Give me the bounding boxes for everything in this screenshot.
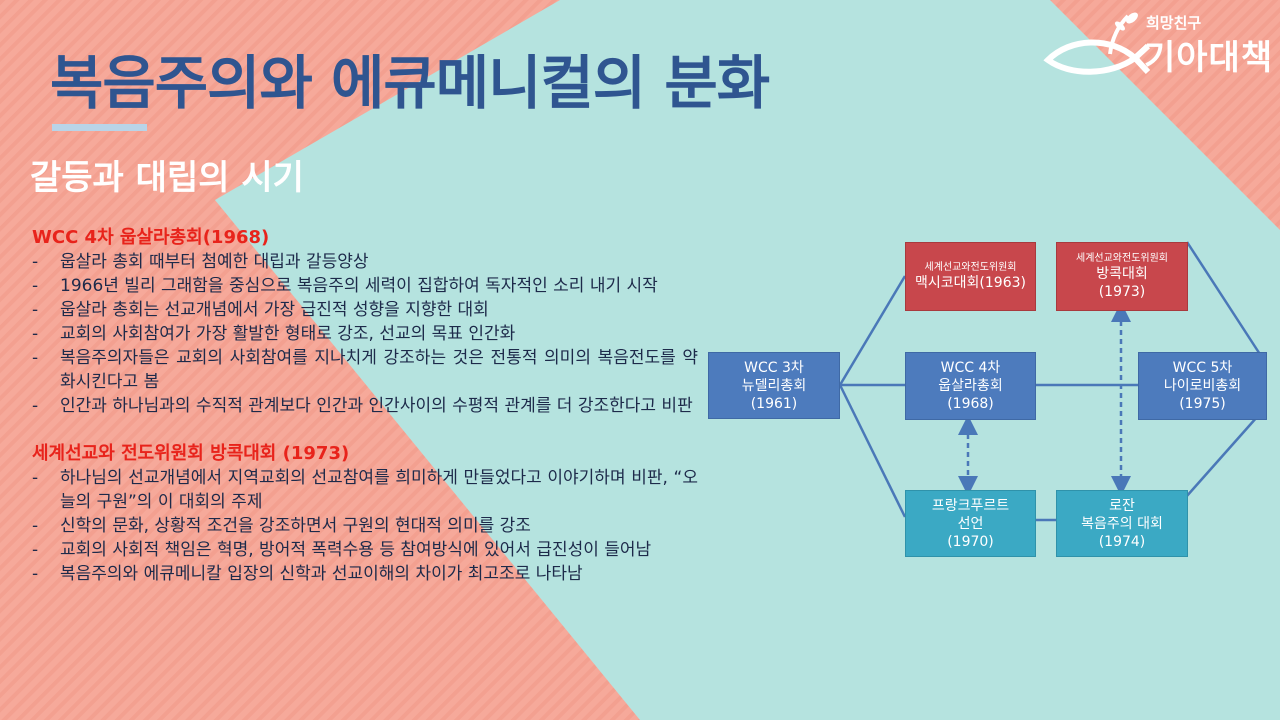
list-item-text: 교회의 사회참여가 가장 활발한 형태로 강조, 선교의 목표 인간화 — [60, 324, 516, 344]
list-item: - 교회의 사회참여가 가장 활발한 형태로 강조, 선교의 목표 인간화 — [32, 322, 698, 346]
node-wcc4: WCC 4차 웁살라총회 (1968) — [905, 352, 1036, 420]
list-item: - 신학의 문화, 상황적 조건을 강조하면서 구원의 현대적 의미를 강조 — [32, 514, 698, 538]
bullet-dash: - — [32, 276, 39, 296]
list-item-text: 하나님의 선교개념에서 지역교회의 선교참여를 희미하게 만들었다고 이야기하며… — [60, 468, 698, 512]
list-item: - 웁살라 총회는 선교개념에서 가장 급진적 성향을 지향한 대회 — [32, 298, 698, 322]
node-bangkok-line1: 방콕대회 — [1096, 266, 1148, 282]
bullet-dash: - — [32, 540, 39, 560]
content-area: WCC 4차 웁살라총회(1968) - 웁살라 총회 때부터 첨예한 대립과 갈… — [32, 226, 698, 586]
page-title: 복음주의와 에큐메니컬의 분화 — [50, 49, 770, 117]
list-item-text: 신학의 문화, 상황적 조건을 강조하면서 구원의 현대적 의미를 강조 — [60, 516, 531, 536]
logo-name: 기아대책 — [1144, 38, 1274, 78]
bullet-dash: - — [32, 300, 39, 320]
node-mexico: 세계선교와전도위원회 맥시코대회(1963) — [905, 242, 1036, 311]
list-item: - 복음주의와 에큐메니칼 입장의 신학과 선교이해의 차이가 최고조로 나타남 — [32, 562, 698, 586]
node-mexico-line1: 맥시코대회(1963) — [915, 275, 1026, 291]
node-wcc4-line2: 웁살라총회 — [938, 378, 1003, 394]
node-frankfurt-line2: 선언 — [957, 515, 984, 532]
node-wcc5-line2: 나이로비총회 — [1163, 378, 1242, 394]
node-lausanne: 로잔 복음주의 대회 (1974) — [1056, 490, 1188, 557]
left-stripe-shape — [0, 0, 640, 720]
list-item-text: 복음주의자들은 교회의 사회참여를 지나치게 강조하는 것은 전통적 의미의 복… — [60, 348, 698, 392]
bullet-dash: - — [32, 516, 39, 536]
node-lausanne-line1: 로잔 — [1109, 497, 1135, 514]
list-item: - 웁살라 총회 때부터 첨예한 대립과 갈등양상 — [32, 250, 698, 274]
connector-line — [1185, 241, 1267, 363]
corner-stripe-shape — [1050, 0, 1280, 230]
node-mexico-small: 세계선교와전도위원회 — [924, 262, 1017, 273]
node-wcc4-line3: (1968) — [947, 396, 994, 412]
logo-tagline: 희망친구 — [1146, 14, 1202, 32]
node-bangkok-line2: (1973) — [1098, 284, 1146, 300]
section-heading-uppsala: WCC 4차 웁살라총회(1968) — [32, 227, 270, 248]
list-item-text: 복음주의와 에큐메니칼 입장의 신학과 선교이해의 차이가 최고조로 나타남 — [60, 564, 583, 584]
list-item: - 하나님의 선교개념에서 지역교회의 선교참여를 희미하게 만들었다고 이야기하… — [32, 466, 698, 514]
node-frankfurt-line3: (1970) — [947, 533, 994, 550]
fish-sprout-icon — [1043, 12, 1151, 75]
list-item: - 인간과 하나님과의 수직적 관계보다 인간과 인간사이의 수평적 관계를 더 … — [32, 394, 698, 418]
connector-line — [1185, 407, 1266, 498]
node-bangkok: 세계선교와전도위원회 방콕대회 (1973) — [1056, 242, 1188, 311]
node-lausanne-line2: 복음주의 대회 — [1081, 515, 1163, 532]
node-lausanne-line3: (1974) — [1098, 533, 1146, 550]
list-item: - 1966년 빌리 그래함을 중심으로 복음주의 세력이 집합하여 독자적인 소… — [32, 274, 698, 298]
node-wcc5: WCC 5차 나이로비총회 (1975) — [1138, 352, 1267, 420]
list-item-text: 1966년 빌리 그래함을 중심으로 복음주의 세력이 집합하여 독자적인 소리… — [60, 276, 658, 296]
bullet-dash: - — [32, 252, 39, 272]
list-item-text: 인간과 하나님과의 수직적 관계보다 인간과 인간사이의 수평적 관계를 더 강… — [60, 396, 693, 416]
node-wcc5-line3: (1975) — [1179, 396, 1226, 412]
list-item-text: 교회의 사회적 책임은 혁명, 방어적 폭력수용 등 참여방식에 있어서 급진성… — [60, 540, 652, 560]
node-wcc3-line2: 뉴델리총회 — [741, 377, 807, 394]
bullet-dash: - — [32, 396, 39, 416]
node-wcc5-line1: WCC 5차 — [1172, 360, 1233, 376]
node-bangkok-small: 세계선교와전도위원회 — [1076, 253, 1168, 264]
node-frankfurt-line1: 프랑크푸르트 — [931, 497, 1010, 514]
node-wcc3-line1: WCC 3차 — [744, 359, 804, 376]
section-heading-bangkok: 세계선교와 전도위원회 방콕대회 (1973) — [32, 443, 350, 464]
connector-line — [838, 384, 907, 518]
page-subtitle: 갈등과 대립의 시기 — [30, 158, 304, 198]
node-wcc3-line3: (1961) — [750, 395, 798, 412]
bullet-dash: - — [32, 564, 39, 584]
connector-line — [838, 275, 907, 386]
list-item-text: 웁살라 총회는 선교개념에서 가장 급진적 성향을 지향한 대회 — [60, 300, 489, 320]
list-item: - 복음주의자들은 교회의 사회참여를 지나치게 강조하는 것은 전통적 의미의 … — [32, 346, 698, 394]
node-wcc3: WCC 3차 뉴델리총회 (1961) — [708, 352, 840, 419]
bullet-dash: - — [32, 468, 39, 488]
node-wcc4-line1: WCC 4차 — [940, 360, 1001, 376]
list-item: - 교회의 사회적 책임은 혁명, 방어적 폭력수용 등 참여방식에 있어서 급진… — [32, 538, 698, 562]
title-underline — [52, 124, 147, 131]
node-frankfurt: 프랑크푸르트 선언 (1970) — [905, 490, 1036, 557]
bullet-dash: - — [32, 324, 39, 344]
bullet-dash: - — [32, 348, 39, 368]
list-item-text: 웁살라 총회 때부터 첨예한 대립과 갈등양상 — [60, 252, 369, 272]
